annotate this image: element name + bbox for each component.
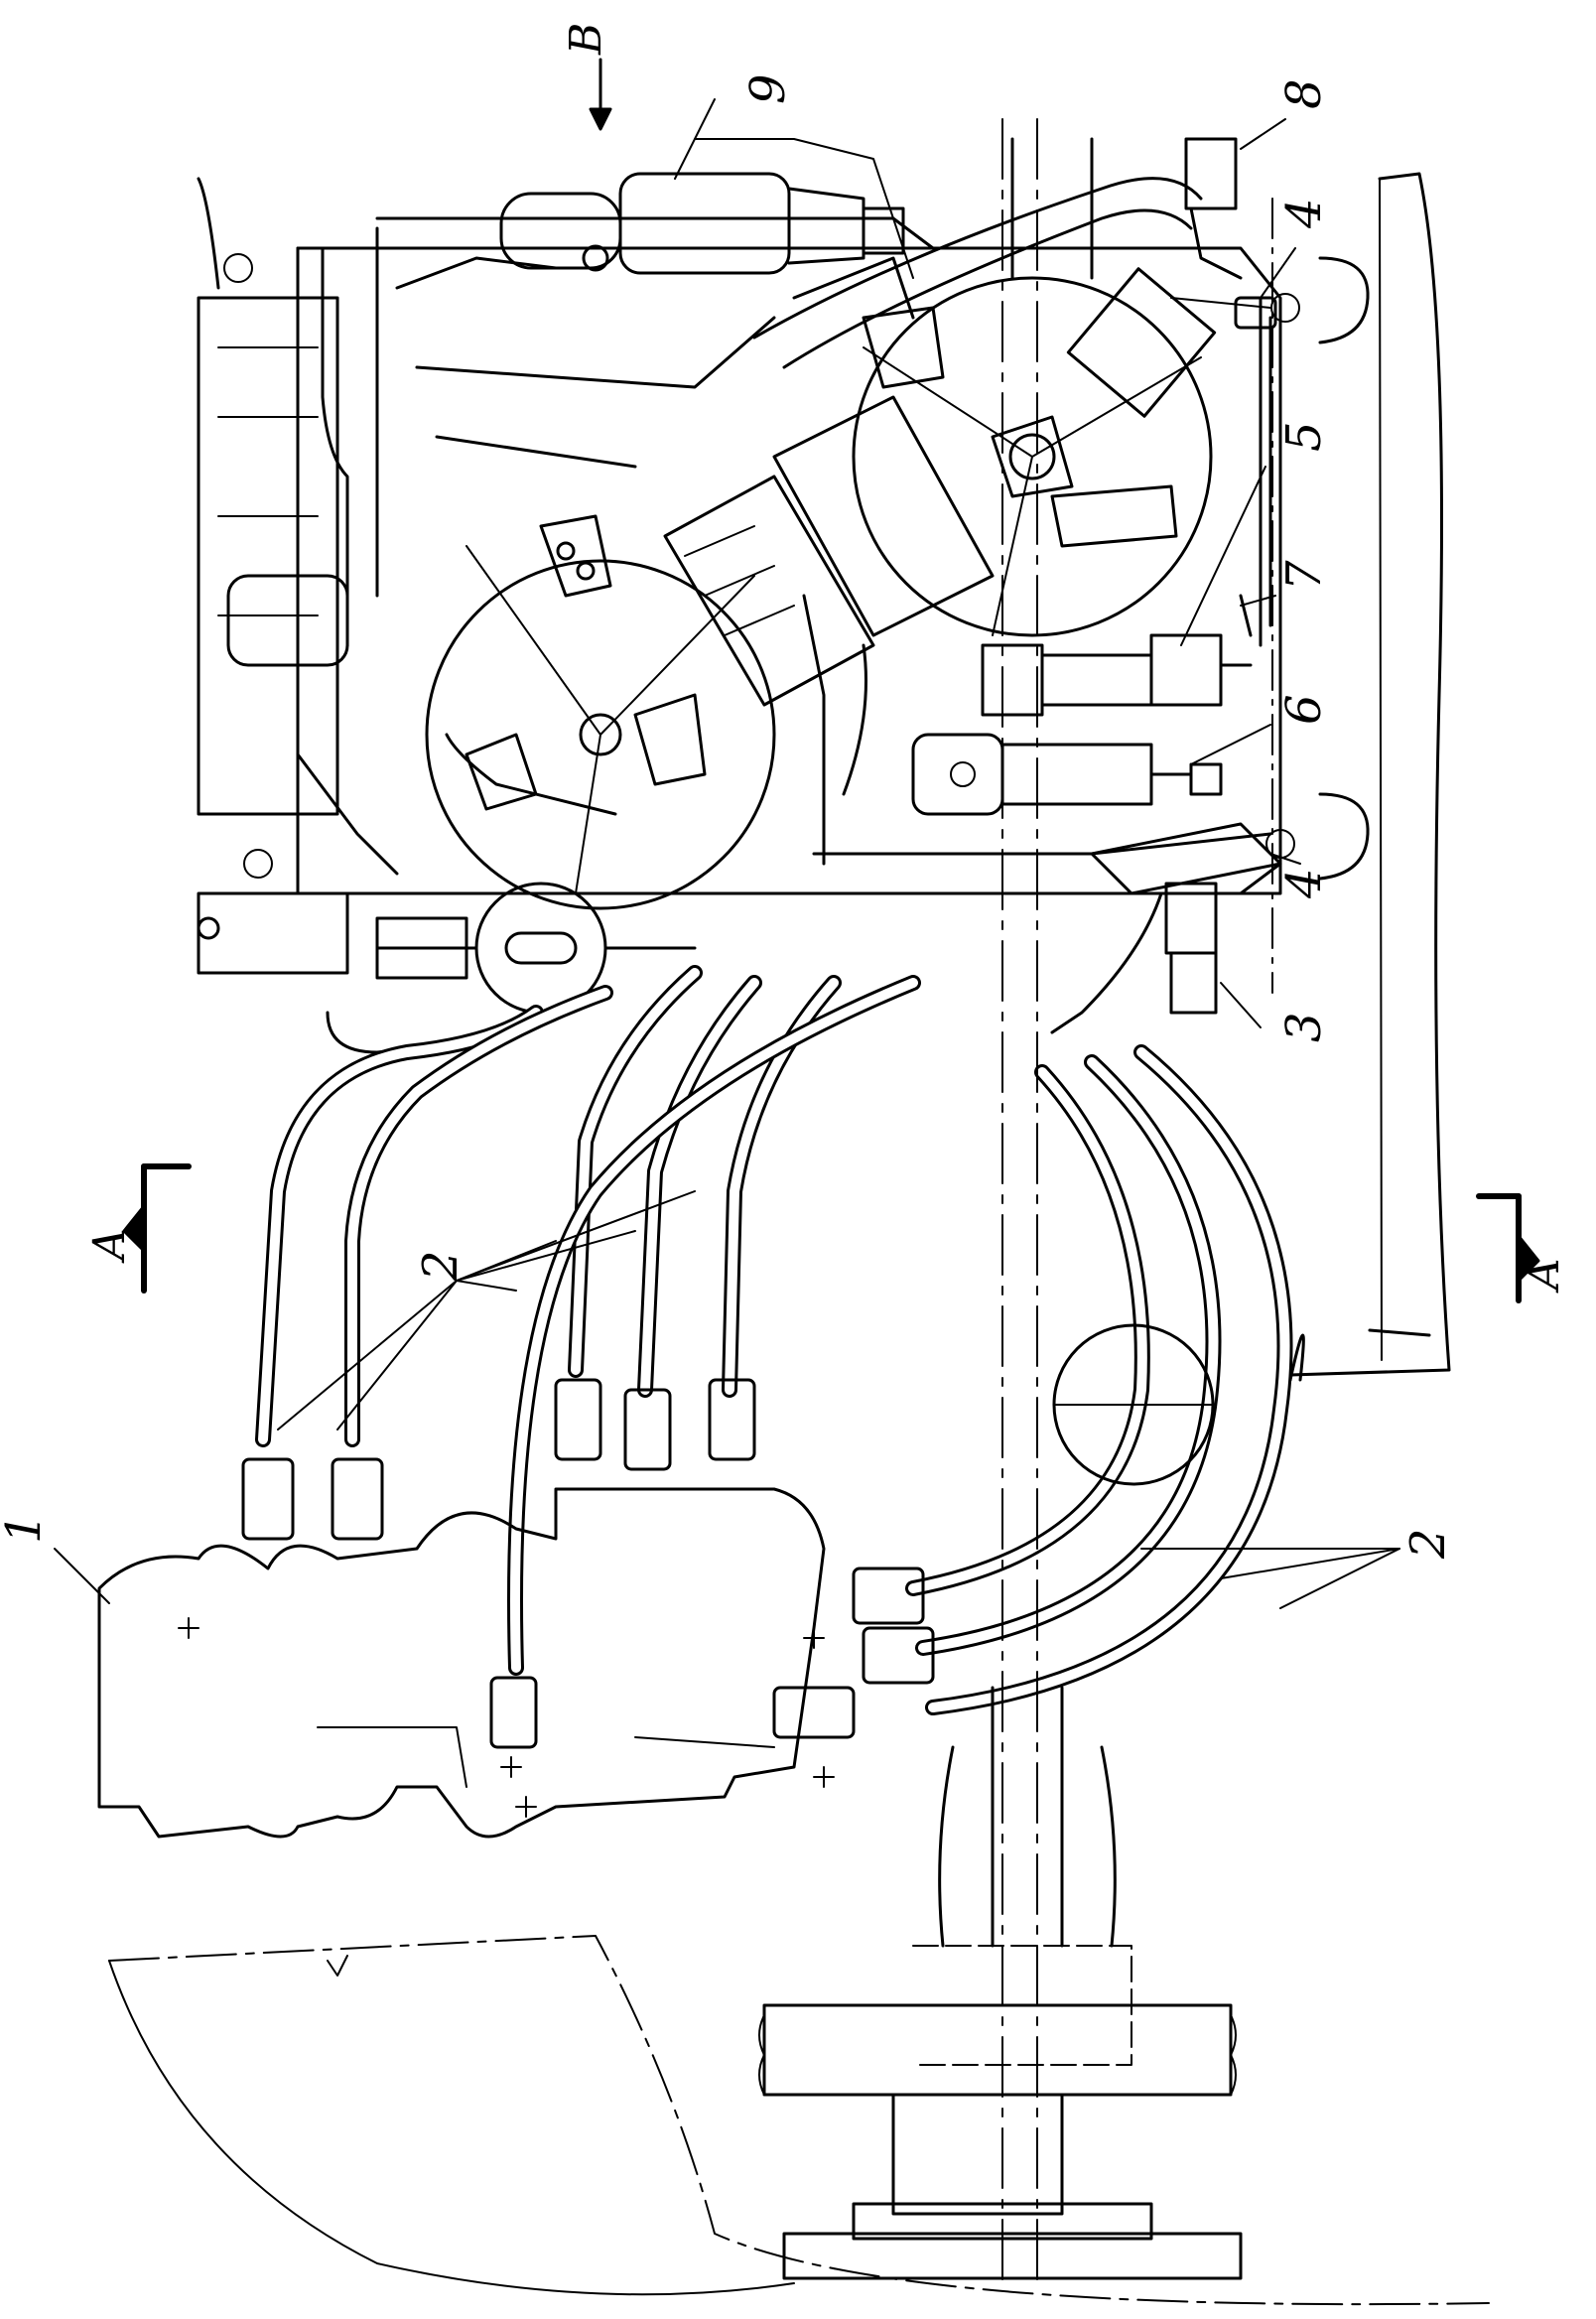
callout-4-lower: 4 xyxy=(1276,868,1332,899)
callout-1: 1 xyxy=(0,1513,52,1544)
view-mark-label: В xyxy=(561,23,611,56)
cutaway-circle xyxy=(1052,1323,1215,1486)
callout-2-left: 2 xyxy=(413,1250,468,1282)
view-arrow xyxy=(589,58,612,131)
callout-7: 7 xyxy=(1276,560,1332,591)
bolts xyxy=(223,253,1300,879)
upper-accessory xyxy=(499,138,914,279)
callout-labels: 1 2 2 3 4 4 5 6 7 8 9 В А А xyxy=(0,23,1569,1560)
section-mark-right-label: А xyxy=(1519,1258,1569,1294)
central-hub xyxy=(197,882,697,1015)
central-gearbox xyxy=(663,256,995,707)
upper-right-fittings xyxy=(1066,137,1277,418)
left-rotor-disc xyxy=(425,514,776,910)
hose-bundle xyxy=(255,965,1293,1715)
callout-8: 8 xyxy=(1276,78,1332,109)
upper-housing xyxy=(197,216,1282,895)
callout-9: 9 xyxy=(740,73,796,104)
lower-manifold xyxy=(97,1487,835,1839)
lower-bracket xyxy=(1090,822,1282,1015)
section-mark-left-label: А xyxy=(84,1228,135,1264)
callout-2-right: 2 xyxy=(1400,1528,1456,1560)
right-rotor-disc xyxy=(852,276,1213,637)
hull-outline xyxy=(108,1935,1490,2306)
shaft-assembly xyxy=(758,118,1243,2284)
callout-4-upper: 4 xyxy=(1276,198,1332,229)
callout-5: 5 xyxy=(1276,421,1332,452)
section-marker-right xyxy=(1476,1193,1540,1303)
callout-3: 3 xyxy=(1276,1012,1332,1042)
leader-lines xyxy=(54,98,1400,1609)
hose-fittings xyxy=(241,1378,935,1749)
callout-6: 6 xyxy=(1276,694,1332,725)
section-marker-left xyxy=(122,1163,192,1294)
right-frame-structure xyxy=(1271,172,1451,1382)
piping-network xyxy=(197,177,1272,1054)
